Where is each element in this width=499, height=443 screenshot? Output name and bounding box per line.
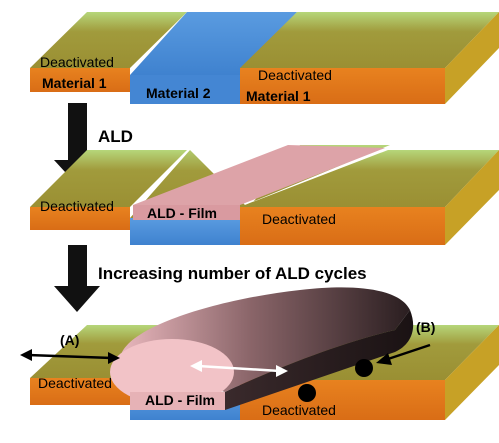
panel1-left-top	[30, 12, 187, 68]
panel1-right-top	[240, 12, 499, 68]
panel1-material1-right: Material 1	[246, 88, 311, 104]
panel1-material2: Material 2	[146, 85, 211, 101]
panel2-material2-front	[130, 218, 240, 245]
panel1-material2-top	[130, 12, 297, 75]
panel3-film-front	[130, 392, 225, 410]
panel-1-substrate: Deactivated Material 1 Material 2 Deacti…	[30, 12, 499, 104]
double-arrow-icon	[190, 360, 288, 377]
panel2-right-side	[445, 150, 499, 245]
panel1-left-front	[30, 68, 130, 92]
panel2-deactivated-right: Deactivated	[262, 211, 336, 227]
panel-2-substrate: Deactivated ALD - Film Deactivated	[30, 145, 499, 245]
double-arrow-icon	[20, 349, 120, 364]
panel3-film-side	[225, 310, 414, 410]
panel3-film-label: ALD - Film	[145, 392, 215, 408]
panel2-film	[133, 145, 385, 205]
panel3-dot-2	[355, 359, 373, 377]
panel1-right-front	[240, 68, 445, 104]
step2-label: Increasing number of ALD cycles	[98, 264, 367, 283]
panel1-right-side	[445, 12, 499, 104]
panel2-right-top	[240, 150, 499, 207]
pointer-arrow-icon	[376, 343, 431, 365]
panel1-material1-left: Material 1	[42, 75, 107, 91]
panel3-deactivated-left: Deactivated	[38, 375, 112, 391]
panel1-deactivated-left: Deactivated	[40, 54, 114, 70]
panel2-right-front	[240, 207, 445, 245]
panel3-right-side	[445, 325, 499, 420]
panel-3-substrate: (A) (B) Deactivated ALD - Film Deactivat…	[20, 287, 499, 420]
down-arrow-icon	[54, 245, 100, 312]
panel3-marker-b: (B)	[416, 319, 435, 335]
panel2-film-label: ALD - Film	[147, 205, 217, 221]
panel3-film-face	[110, 339, 234, 405]
step1-label: ALD	[98, 127, 133, 146]
panel2-left-front	[30, 207, 130, 230]
panel3-right-front	[240, 380, 445, 420]
panel2-deactivated-left: Deactivated	[40, 198, 114, 214]
panel1-material2-front	[130, 75, 240, 104]
panel2-left-top	[30, 150, 187, 207]
panel3-deactivated-right: Deactivated	[262, 402, 336, 418]
panel3-dot-1	[298, 384, 316, 402]
panel1-deactivated-right: Deactivated	[258, 67, 332, 83]
panel3-left-front	[30, 378, 130, 405]
panel2-film-front	[133, 205, 240, 220]
panel3-marker-a: (A)	[60, 332, 79, 348]
